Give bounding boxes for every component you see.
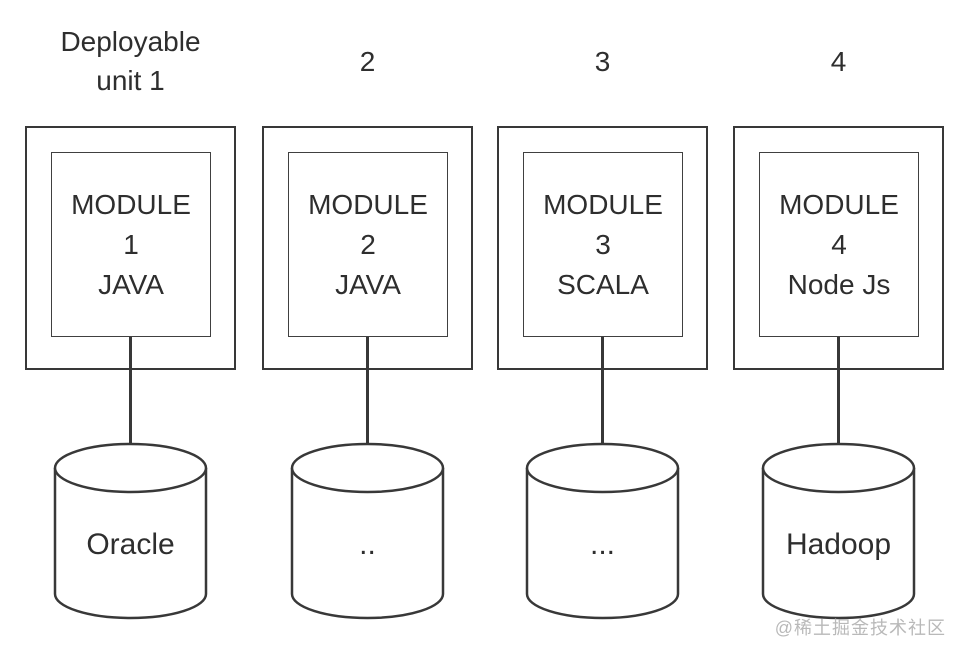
module-title: MODULE: [543, 188, 663, 220]
deployable-unit-2: 2 MODULE 2 JAVA ..: [262, 0, 473, 646]
module-tech: SCALA: [557, 268, 649, 300]
database-label: Hadoop: [785, 528, 892, 561]
database-cylinder-icon: [761, 442, 916, 620]
module-number: 1: [123, 228, 139, 260]
database-cylinder: ..: [290, 442, 445, 620]
database-cylinder: ...: [525, 442, 680, 620]
database-cylinder: Hadoop: [761, 442, 916, 620]
database-label: ..: [359, 528, 376, 561]
deployable-unit-4: 4 MODULE 4 Node Js Hadoop: [733, 0, 944, 646]
unit-header-label: Deployable unit 1: [60, 26, 201, 96]
connector-line: [129, 337, 132, 445]
connector-line: [601, 337, 604, 445]
deployable-unit-3: 3 MODULE 3 SCALA ...: [497, 0, 708, 646]
unit-header-label: 2: [359, 45, 376, 77]
module-tech: Node Js: [787, 268, 891, 300]
module-number: 3: [595, 228, 611, 260]
module-title: MODULE: [71, 188, 191, 220]
module-tech: JAVA: [335, 268, 401, 300]
deployable-unit-box: MODULE 4 Node Js: [733, 126, 944, 370]
module-tech: JAVA: [98, 268, 164, 300]
module-box: MODULE 2 JAVA: [288, 152, 448, 337]
module-box: MODULE 3 SCALA: [523, 152, 683, 337]
connector-line: [837, 337, 840, 445]
deployable-unit-1: Deployable unit 1 MODULE 1 JAVA Oracle: [25, 0, 236, 646]
module-box: MODULE 4 Node Js: [759, 152, 919, 337]
unit-header-label: 3: [594, 45, 611, 77]
database-label: Oracle: [86, 528, 175, 561]
deployable-unit-box: MODULE 3 SCALA: [497, 126, 708, 370]
module-title: MODULE: [308, 188, 428, 220]
watermark: @稀土掘金技术社区: [774, 618, 946, 638]
module-box: MODULE 1 JAVA: [51, 152, 211, 337]
database-cylinder: Oracle: [53, 442, 208, 620]
module-title: MODULE: [779, 188, 899, 220]
database-cylinder-icon: [290, 442, 445, 620]
database-cylinder-icon: [525, 442, 680, 620]
unit-header-label: 4: [830, 45, 847, 77]
module-number: 2: [360, 228, 376, 260]
database-label: ...: [589, 528, 615, 561]
database-cylinder-icon: [53, 442, 208, 620]
deployable-unit-box: MODULE 2 JAVA: [262, 126, 473, 370]
connector-line: [366, 337, 369, 445]
module-number: 4: [831, 228, 847, 260]
deployable-unit-box: MODULE 1 JAVA: [25, 126, 236, 370]
